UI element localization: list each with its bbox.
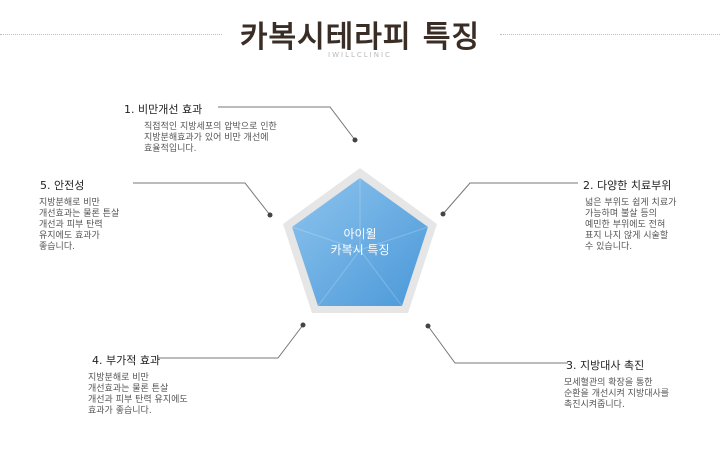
- title-right-dotted-line: [500, 34, 720, 35]
- center-label-line2: 카복시 특징: [330, 243, 390, 257]
- feature-2-heading: 2. 다양한 치료부위: [583, 179, 672, 192]
- feature-2-description: 넓은 부위도 쉽게 치료가 가능하며 불살 등의 예민한 부위에도 전혀 표지 …: [585, 198, 676, 253]
- feature-3: 3. 지방대사 촉진 모세혈관의 확장을 통한 순환을 개선시켜 지방대사를 촉…: [564, 357, 669, 411]
- connector-dot-4: [300, 322, 306, 328]
- feature-1: 1. 비만개선 효과 직접적인 지방세포의 압박으로 인한 지방분해효과가 있어…: [124, 101, 277, 155]
- feature-4-line: 효과가 좋습니다.: [88, 406, 152, 416]
- feature-5-line: 좋습니다.: [39, 242, 75, 252]
- feature-5-line: 개선과 피부 탄력: [39, 220, 103, 230]
- feature-4-description: 지방분해로 비만 개선효과는 물론 튼살 개선과 피부 탄력 유지에도 효과가 …: [88, 373, 188, 417]
- feature-4-heading: 4. 부가적 효과: [92, 354, 161, 367]
- page-title: 카복시테라피 특징: [239, 20, 481, 55]
- feature-4-line: 지방분해로 비만: [88, 373, 149, 383]
- feature-1-line: 지방분해효과가 있어 비만 개선에: [144, 133, 269, 143]
- feature-3-line: 모세혈관의 확장을 통한: [564, 378, 653, 388]
- feature-3-line: 순환을 개선시켜 지방대사를: [564, 389, 670, 399]
- feature-5-line: 지방분해로 비만: [39, 198, 100, 208]
- connector-1: [218, 106, 356, 141]
- connector-dots: [267, 137, 446, 329]
- feature-3-line: 촉진시켜줍니다.: [564, 400, 625, 410]
- feature-2-line: 넓은 부위도 쉽게 치료가: [585, 198, 677, 208]
- connector-3: [427, 325, 568, 364]
- feature-1-description: 직접적인 지방세포의 압박으로 인한 지방분해효과가 있어 비만 개선에 효율적…: [144, 122, 277, 155]
- page-subtitle: IWILLCLINIC: [328, 51, 392, 59]
- feature-4: 4. 부가적 효과 지방분해로 비만 개선효과는 물론 튼살 개선과 피부 탄력…: [88, 352, 188, 417]
- feature-5-heading: 5. 안전성: [40, 179, 85, 192]
- feature-1-line: 직접적인 지방세포의 압박으로 인한: [144, 122, 277, 132]
- connector-5: [133, 182, 271, 216]
- connector-dot-3: [425, 323, 431, 329]
- connector-2: [442, 182, 578, 215]
- pentagon-inner: [292, 178, 428, 306]
- feature-5-line: 유지에도 효과가: [39, 231, 100, 241]
- feature-2-line: 예민한 부위에도 전혀: [585, 220, 666, 230]
- feature-1-heading: 1. 비만개선 효과: [124, 103, 203, 116]
- feature-2-line: 가능하며 불살 등의: [585, 209, 657, 219]
- connector-dot-2: [440, 211, 446, 217]
- connector-dot-1: [352, 137, 358, 143]
- feature-3-heading: 3. 지방대사 촉진: [566, 359, 645, 372]
- connector-lines: [133, 106, 578, 364]
- feature-5: 5. 안전성 지방분해로 비만 개선효과는 물론 튼살 개선과 피부 탄력 유지…: [39, 177, 119, 253]
- feature-3-description: 모세혈관의 확장을 통한 순환을 개선시켜 지방대사를 촉진시켜줍니다.: [564, 378, 669, 411]
- feature-4-line: 개선효과는 물론 튼살: [88, 384, 169, 394]
- center-label: 아이윌 카복시 특징: [300, 226, 420, 258]
- title-left-dotted-line: [0, 34, 222, 35]
- feature-2: 2. 다양한 치료부위 넓은 부위도 쉽게 치료가 가능하며 불살 등의 예민한…: [583, 177, 676, 253]
- connector-4: [158, 324, 304, 359]
- feature-5-line: 개선효과는 물론 튼살: [39, 209, 120, 219]
- feature-2-line: 수 있습니다.: [585, 242, 633, 252]
- feature-5-description: 지방분해로 비만 개선효과는 물론 튼살 개선과 피부 탄력 유지에도 효과가 …: [39, 198, 119, 253]
- pentagon-facets: [291, 178, 429, 307]
- connector-dot-5: [267, 212, 273, 218]
- feature-1-line: 효율적입니다.: [144, 144, 197, 154]
- feature-2-line: 표지 나지 않게 시술할: [585, 231, 669, 241]
- feature-4-line: 개선과 피부 탄력 유지에도: [88, 395, 188, 405]
- center-label-line1: 아이윌: [343, 227, 377, 241]
